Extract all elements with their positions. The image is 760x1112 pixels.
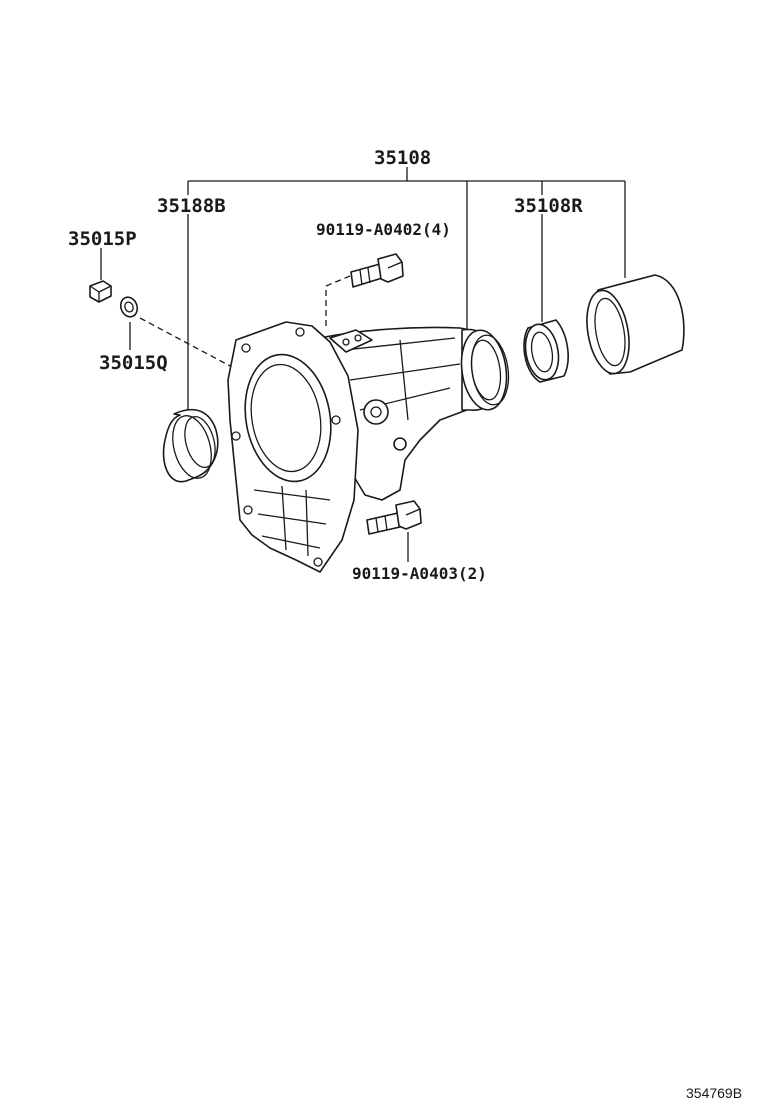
label-35108r: 35108R xyxy=(514,195,583,217)
plug-part xyxy=(89,280,112,303)
gasket-part xyxy=(119,296,139,318)
label-90119-a0403: 90119-A0403(2) xyxy=(352,564,487,583)
figure-id: 354769B xyxy=(686,1085,742,1101)
label-35188b: 35188B xyxy=(157,195,226,217)
leader-lines xyxy=(100,167,626,562)
lower-bolt-part xyxy=(366,500,422,535)
oil-seal-part xyxy=(162,408,219,483)
label-35108: 35108 xyxy=(374,147,431,169)
upper-bolt-part xyxy=(350,253,404,288)
sleeve-part xyxy=(586,274,685,375)
label-35015p: 35015P xyxy=(68,228,137,250)
label-90119-a0402: 90119-A0402(4) xyxy=(316,220,451,239)
dashed-guides xyxy=(139,275,351,368)
bushing-part xyxy=(523,319,569,383)
extension-housing-part xyxy=(227,321,510,573)
labels: 35108 35188B 35015P 35015Q 90119-A0402(4… xyxy=(68,147,742,1101)
label-35015q: 35015Q xyxy=(99,352,168,374)
